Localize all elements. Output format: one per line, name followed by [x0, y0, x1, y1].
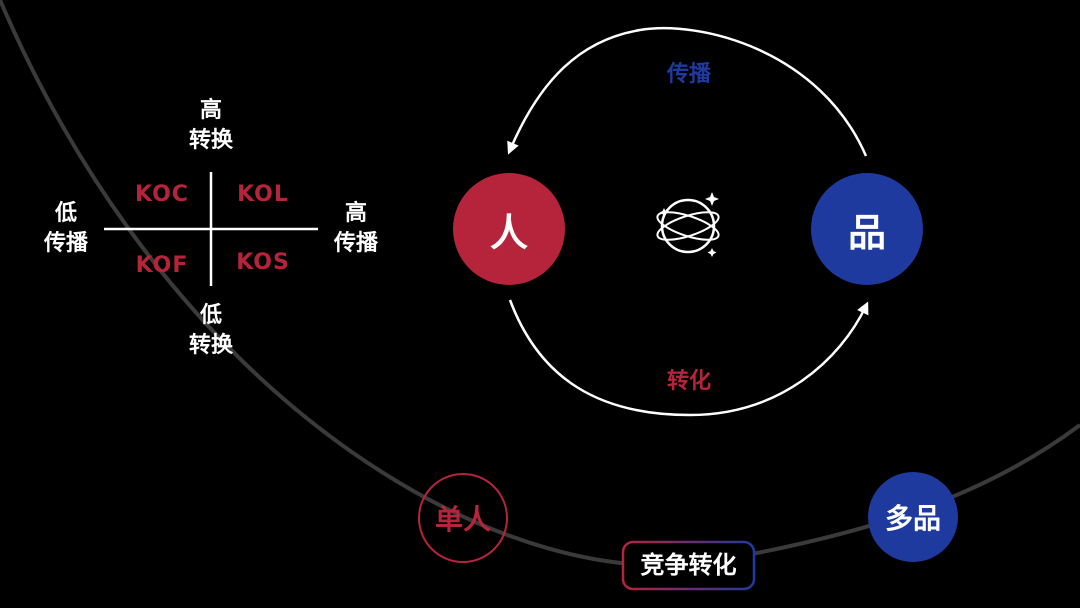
quadrant-bottom-label: 低 转换 — [171, 301, 251, 361]
multi-product-node: 多品 — [868, 472, 958, 562]
quadrant-top-label-line2: 转换 — [188, 128, 233, 153]
bottom-cycle-arc — [508, 299, 869, 417]
quadrant-right-label: 高 传播 — [316, 199, 396, 259]
quadrant-top-label-line1: 高 — [199, 98, 222, 123]
quadrant-cell-kos: KOS — [236, 250, 290, 275]
conversion-arc-label: 转化 — [666, 369, 711, 394]
quadrant-cell-koc: KOC — [135, 182, 189, 207]
planet-orbit-icon — [656, 192, 720, 257]
quadrant-bottom-label-line2: 转换 — [188, 333, 233, 358]
quadrant-left-label-line1: 低 — [54, 201, 77, 226]
quadrant-left-label: 低 传播 — [26, 199, 106, 259]
quadrant-bottom-label-line1: 低 — [199, 303, 222, 328]
competition-pill-border — [621, 540, 756, 591]
quadrant-cell-kol: KOL — [237, 182, 289, 207]
quadrant-right-label-line1: 高 — [344, 201, 367, 226]
top-cycle-arc — [507, 26, 868, 157]
quadrant-right-label-line2: 传播 — [333, 231, 378, 256]
spread-arc-label: 传播 — [666, 62, 711, 87]
quadrant-top-label: 高 转换 — [171, 96, 251, 156]
quadrant-left-label-line2: 传播 — [43, 231, 88, 256]
quadrant-cell-kof: KOF — [135, 253, 189, 278]
single-person-node: 单人 — [418, 473, 508, 563]
competition-conversion-label: 竞争转化 — [640, 551, 737, 579]
person-node: 人 — [453, 173, 565, 285]
product-node: 品 — [811, 173, 923, 285]
